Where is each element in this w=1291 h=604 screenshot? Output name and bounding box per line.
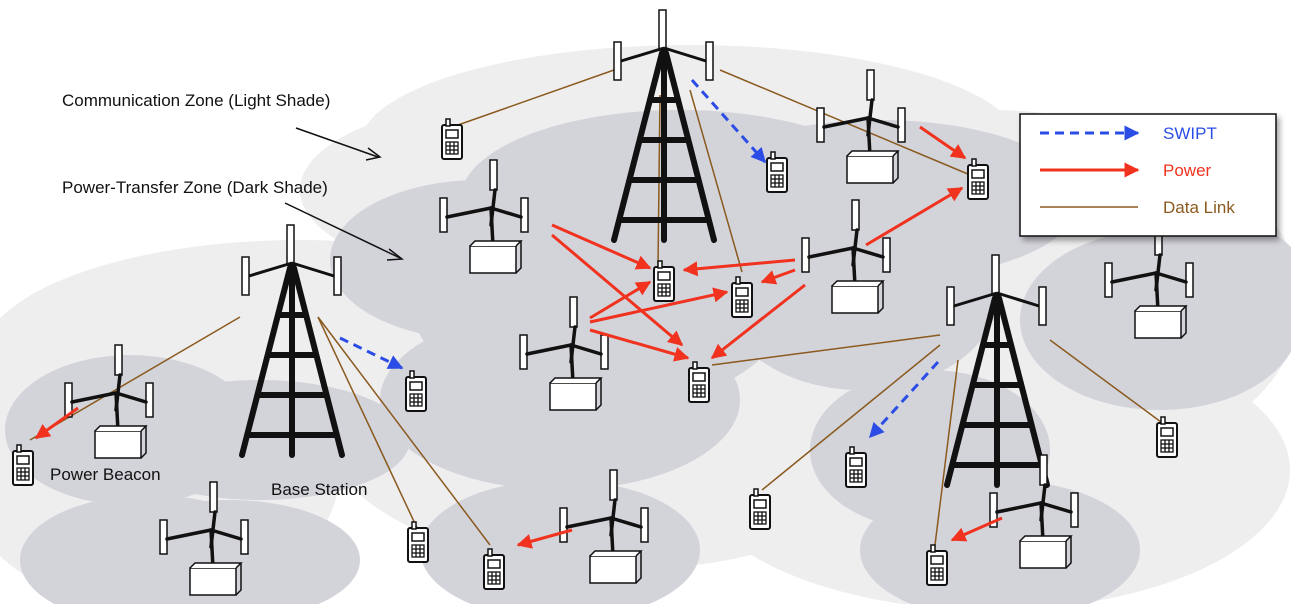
legend-swipt-label: SWIPT — [1163, 124, 1217, 143]
mobile-phone-icon — [441, 118, 463, 160]
mobile-phone-icon — [12, 444, 34, 486]
mobile-phone-icon — [405, 370, 427, 412]
power-beacon-label: Power Beacon — [50, 465, 161, 484]
mobile-phone-icon — [845, 446, 867, 488]
mobile-phone-icon — [749, 488, 771, 530]
power-arrows — [34, 125, 1003, 549]
power-transfer-zone-label: Power-Transfer Zone (Dark Shade) — [62, 178, 328, 197]
mobile-phone-icon — [1156, 416, 1178, 458]
communication-zone-label: Communication Zone (Light Shade) — [62, 91, 330, 110]
swipt-arrows — [339, 79, 940, 439]
mobile-phone-icon — [731, 276, 753, 318]
mobile-phone-icon — [653, 260, 675, 302]
mobile-phone-icon — [766, 151, 788, 193]
legend-power-label: Power — [1163, 161, 1212, 180]
data-links — [29, 69, 1166, 546]
legend-data-link-label: Data Link — [1163, 198, 1235, 217]
annotation-pointers — [284, 127, 405, 261]
mobile-phone-icon — [688, 361, 710, 403]
mobile-phone-icon — [407, 521, 429, 563]
legend: SWIPT Power Data Link — [1019, 113, 1277, 237]
mobile-phone-icon — [967, 158, 989, 200]
base-station-label: Base Station — [271, 480, 367, 499]
mobile-phone-icon — [483, 548, 505, 590]
mobile-phone-icon — [926, 544, 948, 586]
